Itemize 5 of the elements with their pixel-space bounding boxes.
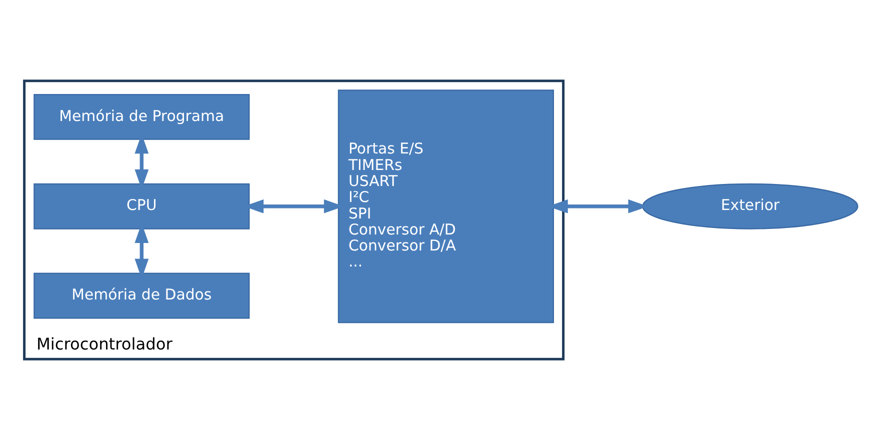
node-box: Portas E/S TIMERs USART I²C SPI Conversor A/D Conversor D/A ... xyxy=(337,89,554,323)
node-ellipse: Exterior xyxy=(642,182,858,229)
node-box: CPU xyxy=(33,182,250,229)
node-box: Memória de Programa xyxy=(33,93,250,140)
node-box: Memória de Dados xyxy=(33,272,250,318)
